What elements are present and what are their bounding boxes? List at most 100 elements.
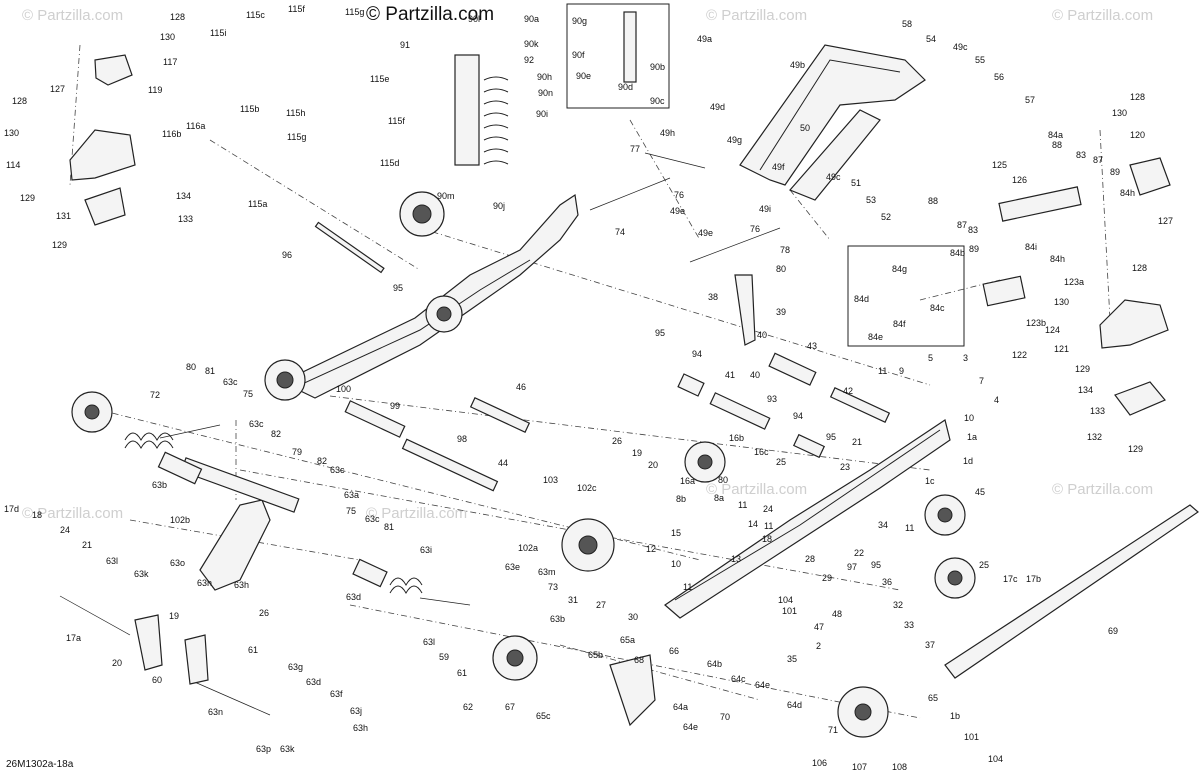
part-callout: 49c [826,172,841,182]
part-callout: 63j [350,706,362,716]
part-callout: 76 [674,190,684,200]
part-callout: 63f [330,689,343,699]
part-callout: 9 [899,366,904,376]
part-callout: 19 [169,611,179,621]
part-callout: 14 [748,519,758,529]
part-callout: 116b [162,129,181,139]
part-callout: 84f [893,319,906,329]
part-callout: 129 [20,193,35,203]
part-callout: 13 [731,554,741,564]
rear-shock-detail-box [847,245,965,347]
part-callout: 102a [518,543,538,553]
part-callout: 64c [731,674,746,684]
part-callout: 133 [1090,406,1105,416]
part-callout: 128 [12,96,27,106]
part-callout: 49e [670,206,685,216]
part-callout: 115i [210,28,226,38]
part-callout: 42 [843,386,853,396]
part-callout: 21 [82,540,92,550]
part-callout: 1d [963,456,973,466]
part-callout: 11 [905,523,914,533]
part-callout: 77 [630,144,640,154]
part-callout: 63c [223,377,238,387]
part-callout: 57 [1025,95,1035,105]
part-callout: 21 [852,437,862,447]
part-callout: 66 [669,646,679,656]
part-callout: 121 [1054,344,1069,354]
part-callout: 17d [4,504,19,514]
part-callout: 87 [1093,155,1103,165]
part-callout: 46 [516,382,526,392]
part-callout: 32 [893,600,903,610]
part-callout: 11 [764,521,773,531]
part-callout: 127 [50,84,65,94]
part-callout: 15 [671,528,681,538]
part-callout: 84a [1048,130,1063,140]
part-callout: 38 [708,292,718,302]
part-callout: 20 [112,658,122,668]
part-callout: 40 [757,330,767,340]
part-callout: 87 [957,220,967,230]
part-callout: 64e [755,680,770,690]
part-callout: 95 [826,432,836,442]
part-callout: 61 [457,668,467,678]
part-callout: 130 [160,32,175,42]
part-callout: 63k [134,569,149,579]
springs [124,424,471,606]
part-callout: 49e [698,228,713,238]
part-callout: 90f [572,50,585,60]
watermark: © Partzilla.com [22,505,123,522]
part-callout: 84i [1025,242,1037,252]
brackets [69,54,1171,727]
watermark: © Partzilla.com [706,481,807,498]
part-callout: 90n [538,88,553,98]
part-callout: 115g [287,132,306,142]
part-callout: 63c [249,419,264,429]
part-callout: 83 [968,225,978,235]
part-callout: 17b [1026,574,1041,584]
part-callout: 63n [208,707,223,717]
part-callout: 115f [388,116,405,126]
rear-shock [982,186,1082,307]
part-callout: 95 [655,328,665,338]
part-callout: 90h [537,72,552,82]
part-callout: 17c [1003,574,1018,584]
part-callout: 129 [1128,444,1143,454]
part-callout: 28 [805,554,815,564]
part-callout: 3 [963,353,968,363]
rear-arm [739,44,926,201]
part-callout: 51 [851,178,861,188]
part-callout: 1a [967,432,977,442]
part-callout: 123a [1064,277,1084,287]
part-callout: 26 [259,608,269,618]
part-callout: 91 [400,40,410,50]
part-callout: 63m [538,567,556,577]
part-callout: 16a [680,476,695,486]
part-callout: 41 [725,370,735,380]
part-callout: 55 [975,55,985,65]
part-callout: 26 [612,436,622,446]
part-callout: 16c [754,447,769,457]
part-callout: 79 [292,447,302,457]
part-callout: 47 [814,622,824,632]
part-callout: 90g [572,16,587,26]
part-callout: 65c [536,711,551,721]
part-callout: 71 [828,725,838,735]
part-callout: 98 [457,434,467,444]
part-callout: 63l [423,637,435,647]
part-callout: 1c [925,476,935,486]
part-callout: 133 [178,214,193,224]
part-callout: 54 [926,34,936,44]
part-callout: 65b [588,650,603,660]
part-callout: 82 [317,456,327,466]
part-callout: 120 [1130,130,1145,140]
part-callout: 90a [524,14,539,24]
part-callout: 10 [671,559,681,569]
part-callout: 63b [152,480,167,490]
part-callout: 70 [720,712,730,722]
part-callout: 65a [620,635,635,645]
part-callout: 115e [370,74,389,84]
part-callout: 94 [793,411,803,421]
part-callout: 63h [234,580,249,590]
part-callout: 103 [543,475,558,485]
